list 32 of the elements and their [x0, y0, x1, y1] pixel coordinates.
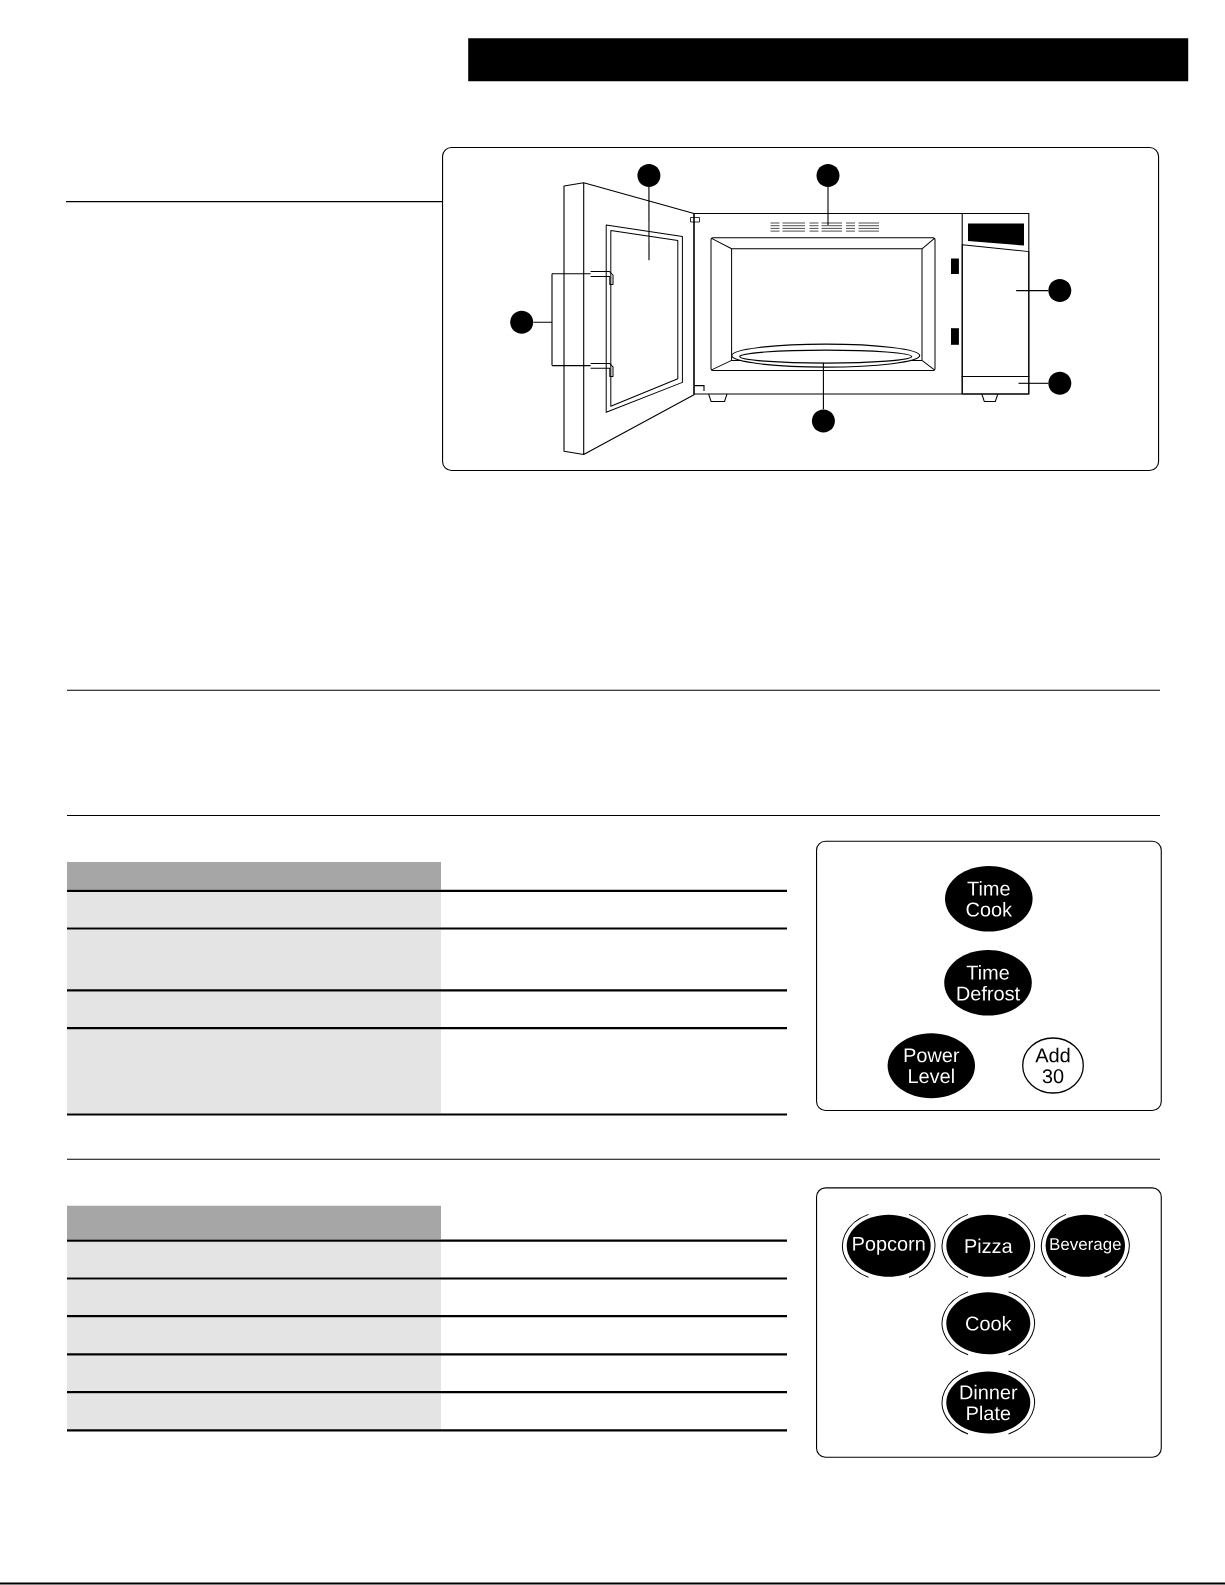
control-panel [961, 244, 1030, 377]
bottom-strip [961, 376, 1030, 395]
callout-circle [1048, 371, 1072, 395]
leader-line [822, 362, 824, 410]
leader-line [827, 186, 829, 226]
leader-line [1015, 290, 1049, 292]
callout-circle [510, 310, 534, 334]
illustration-frame [442, 147, 1160, 472]
button-panel [816, 1187, 1162, 1458]
callout-circle [1048, 279, 1072, 303]
turntable [731, 343, 921, 368]
control-button: Beverage [1040, 1213, 1130, 1278]
door-latch [590, 362, 614, 377]
control-button: Time Defrost [944, 950, 1032, 1016]
button-panel [816, 840, 1162, 1112]
control-button: Cook [941, 1291, 1035, 1356]
title-bar [468, 38, 1189, 82]
control-button: Time Cook [945, 866, 1033, 932]
leader-line [648, 186, 650, 261]
control-button: Dinner Plate [941, 1370, 1035, 1435]
leader-line [1017, 382, 1049, 384]
control-button: Popcorn [842, 1213, 936, 1278]
callout-circle [816, 163, 840, 187]
door-window [605, 224, 683, 413]
callout-circle [811, 409, 835, 433]
door-latch [590, 271, 614, 286]
control-button: Pizza [941, 1213, 1035, 1278]
control-button: Power Level [887, 1033, 975, 1099]
control-button: Add 30 [1022, 1037, 1084, 1094]
vent-slots [770, 222, 880, 232]
leader-line [532, 273, 592, 367]
callout-circle [637, 163, 661, 187]
